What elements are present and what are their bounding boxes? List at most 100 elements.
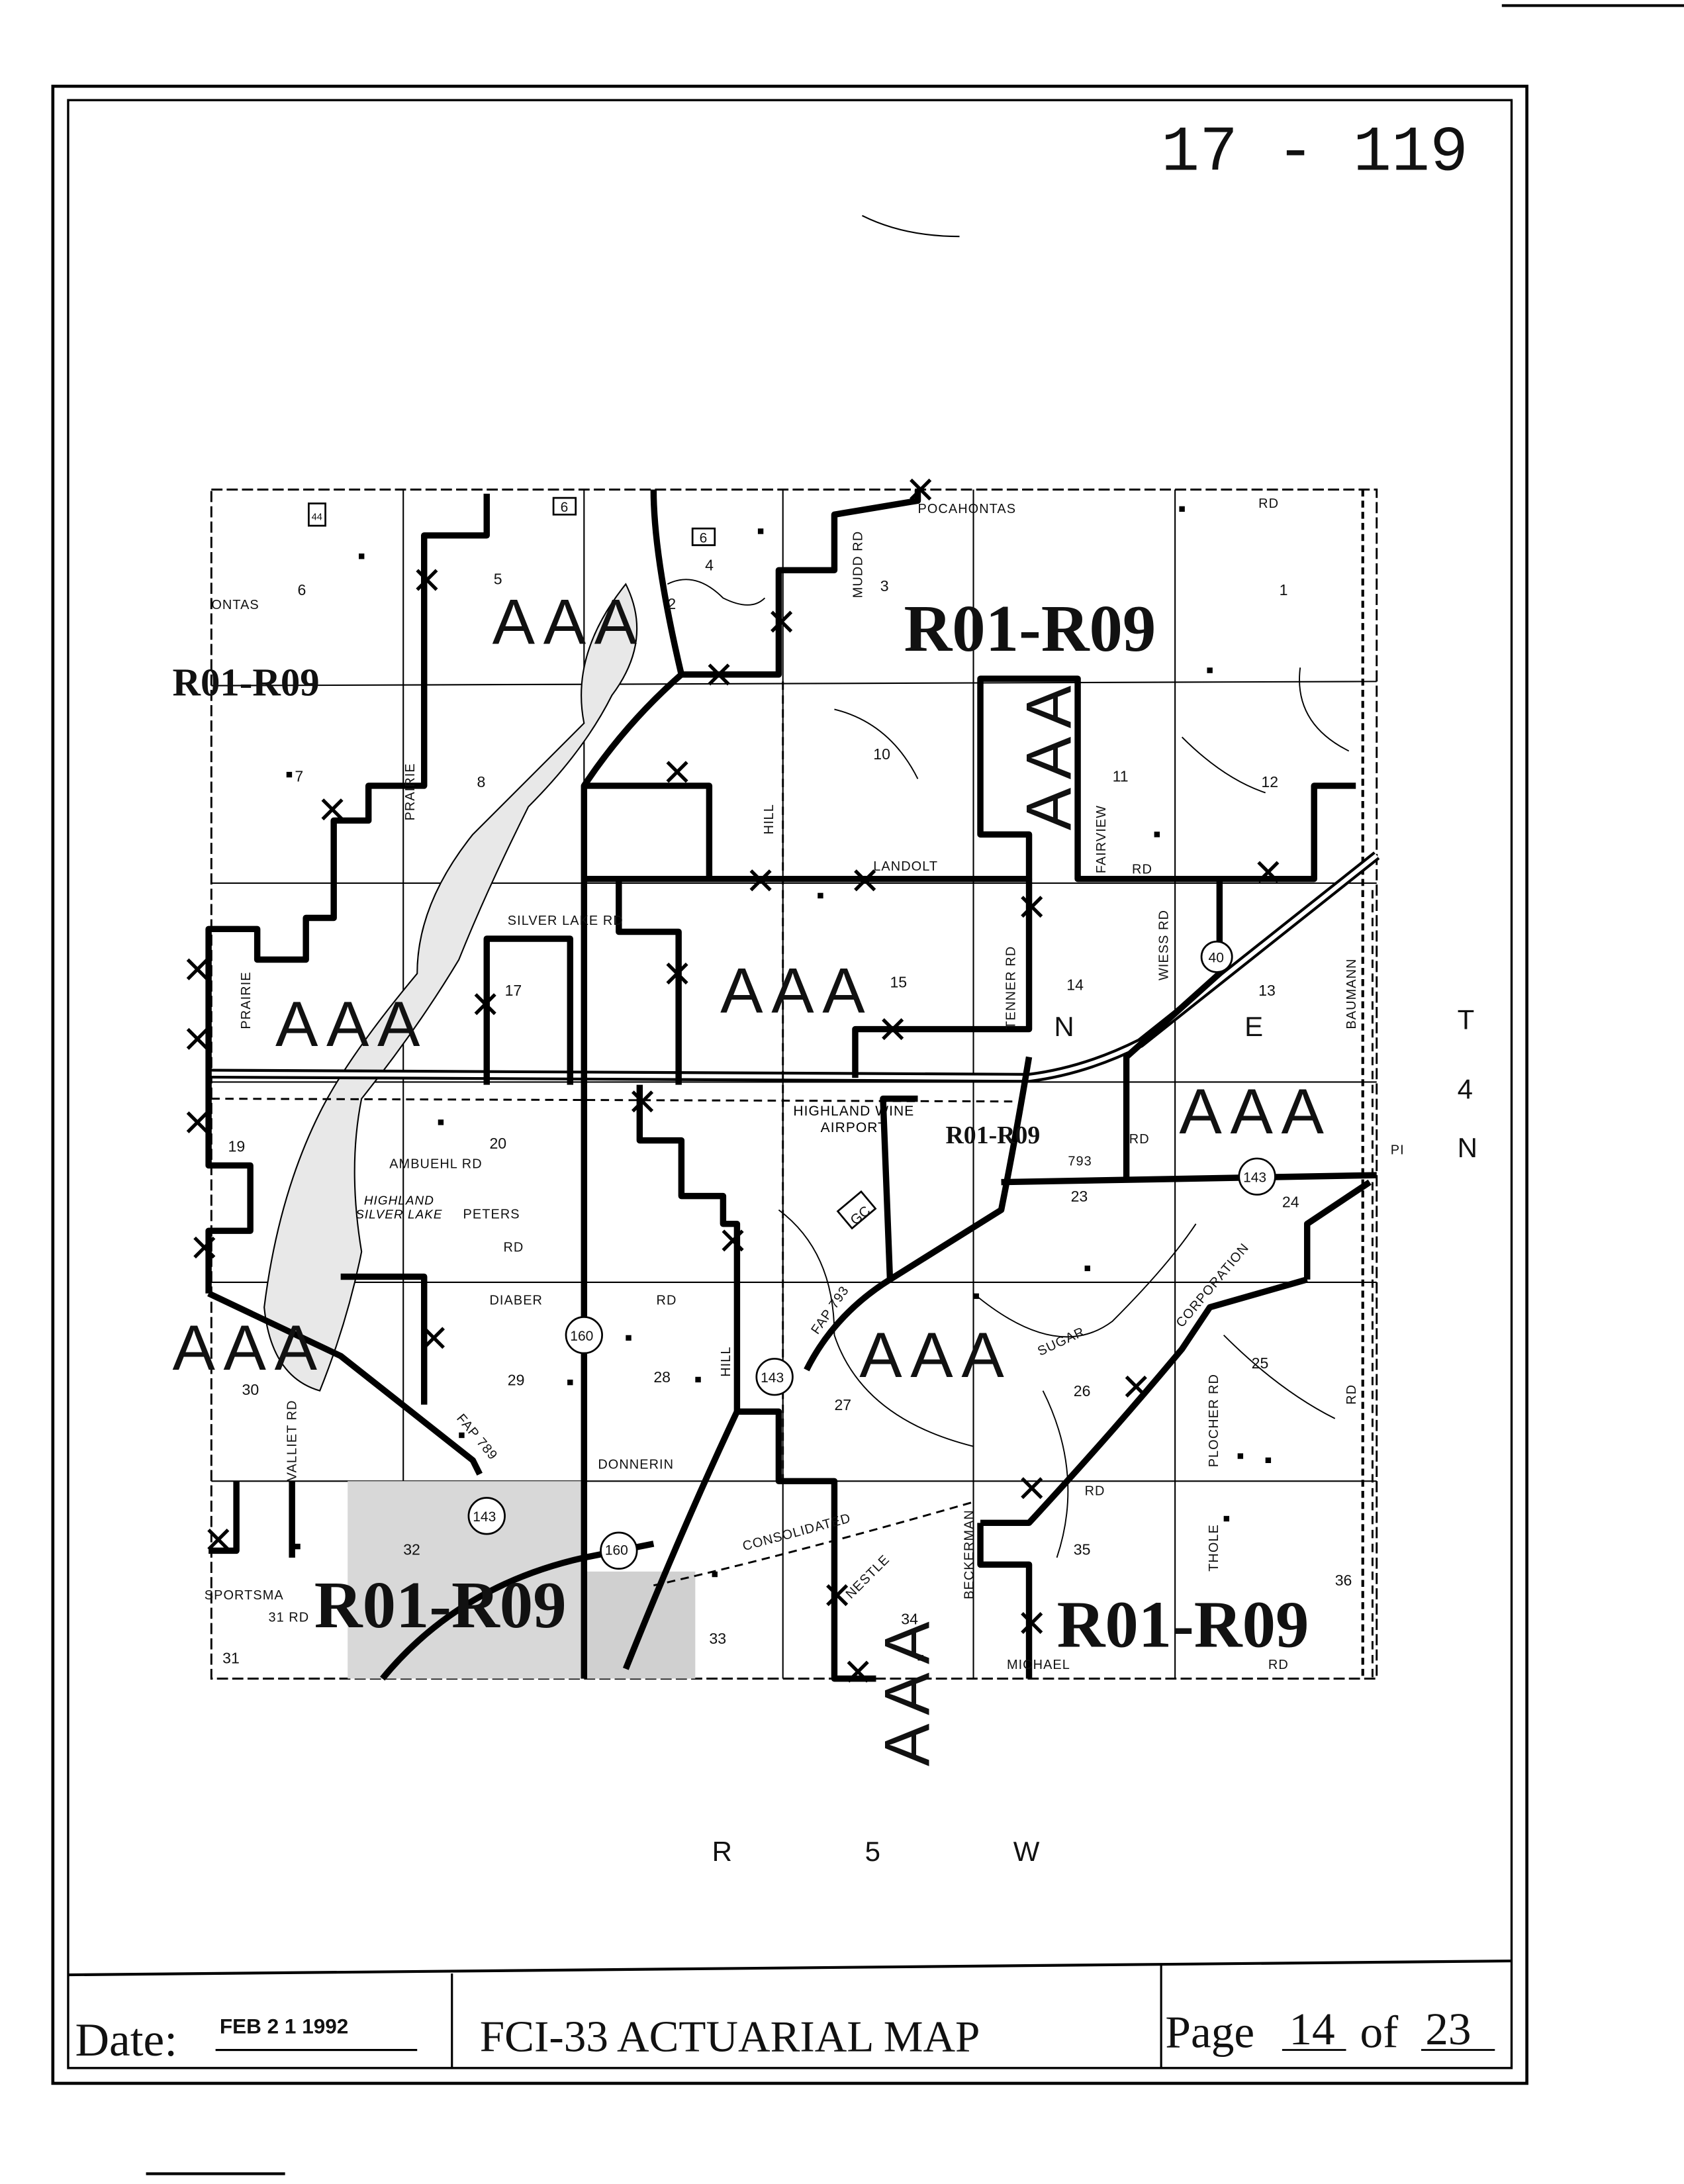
airport-name: HIGHLAND WINE AIRPORT	[793, 1104, 915, 1137]
map-letter: E	[1244, 1011, 1263, 1042]
road-label: PETERS	[463, 1207, 520, 1221]
map-letter: N	[1054, 1011, 1074, 1042]
section-number: 5	[494, 570, 502, 587]
section-number: 28	[653, 1368, 671, 1386]
road-label: RD	[1268, 1658, 1289, 1672]
road-label: HILL	[762, 804, 776, 834]
route-160-shield	[600, 1531, 638, 1570]
zone-label-r01-r09: R01-R09	[1057, 1587, 1309, 1661]
route-143-number: 143	[473, 1509, 496, 1525]
section-number: 34	[901, 1611, 918, 1628]
section-number: 10	[873, 745, 890, 763]
road-label: 31 RD	[268, 1610, 309, 1625]
section-number: 17	[505, 982, 522, 999]
route-143-number: 143	[761, 1370, 784, 1386]
section-number: 23	[1071, 1188, 1088, 1205]
section-number: 32	[403, 1541, 420, 1558]
road-label: PI	[1391, 1143, 1405, 1158]
road-label: BECKERMAN	[962, 1509, 977, 1599]
route-6-number: 6	[561, 500, 569, 515]
boundary-x-marks	[186, 478, 1280, 1683]
section-number: 14	[1066, 976, 1084, 994]
road-label: PRAIRIE	[239, 971, 254, 1029]
date-label: Date:	[75, 2014, 177, 2066]
section-number: 33	[709, 1630, 726, 1647]
section-number: 13	[1258, 982, 1276, 999]
footer-divider	[68, 1959, 1512, 1977]
section-number: 20	[489, 1135, 506, 1152]
highland-silver-lake	[263, 583, 638, 1392]
zone-label-aaa: AAA	[720, 955, 873, 1026]
road-label: VALLIET RD	[285, 1400, 299, 1482]
zone-label-r01-r09: R01-R09	[314, 1568, 567, 1642]
pen-stroke	[861, 214, 960, 238]
section-number: 7	[295, 768, 303, 785]
section-number: 12	[1261, 773, 1278, 790]
road-label: HILL	[719, 1346, 733, 1376]
road-label: MUDD RD	[851, 531, 865, 598]
section-number: 27	[834, 1396, 851, 1413]
section-number: 35	[1074, 1541, 1091, 1558]
section-numbers: 6 5 4 3 2 1 7 8 10 11 12 17 15 14 13 19 …	[222, 556, 1352, 1666]
road-label: BAUMANN	[1344, 959, 1359, 1029]
building-markers	[286, 506, 1272, 1661]
page-of: of	[1360, 2006, 1399, 2057]
section-number: 15	[890, 974, 907, 991]
road-label: RD	[1085, 1484, 1105, 1498]
road-label: RD	[1344, 1384, 1359, 1405]
urban-area	[584, 1571, 696, 1679]
section-number: 19	[228, 1137, 246, 1155]
township-number: 4	[1458, 1074, 1473, 1105]
zone-label-r01-r09: R01-R09	[946, 1121, 1041, 1149]
road-label: FAIRVIEW	[1094, 805, 1109, 873]
rating-zone-labels: AAA AAA AAA AAA AAA AAA AAA AAA R01-R09 …	[172, 587, 1324, 1766]
rating-zone-boundaries	[205, 489, 1377, 1682]
road-label: POCAHONTAS	[917, 502, 1016, 516]
route-143-number: 143	[1243, 1170, 1266, 1186]
zone-label-aaa: AAA	[172, 1313, 325, 1384]
route-44-number: 44	[312, 512, 322, 523]
road-label: PLOCHER RD	[1207, 1374, 1221, 1467]
route-160-shield	[565, 1316, 603, 1354]
route-40-number: 40	[1209, 951, 1224, 966]
township-letter: T	[1458, 1004, 1475, 1035]
urban-area	[348, 1481, 585, 1679]
creeks	[667, 579, 1350, 1558]
road-label: RD	[1258, 497, 1279, 511]
section-number: 4	[705, 556, 714, 573]
section-number: 8	[477, 773, 486, 790]
road-label: AMBUEHL RD	[389, 1157, 483, 1172]
zone-label-aaa: AAA	[859, 1320, 1012, 1391]
route-6-shield	[552, 497, 577, 516]
road-label: 793	[1068, 1154, 1092, 1168]
zone-label-aaa: AAA	[275, 989, 428, 1060]
zone-label-aaa: AAA	[492, 587, 645, 658]
outer-border	[51, 84, 1528, 2085]
road-label: RD	[1132, 862, 1152, 877]
road-label: THOLE	[1207, 1524, 1221, 1572]
section-number: 24	[1282, 1193, 1299, 1210]
road-label: RD	[503, 1241, 524, 1255]
route-6-shield	[691, 527, 716, 546]
route-143-shield	[1238, 1157, 1276, 1196]
map-number: 17 - 119	[1161, 117, 1468, 189]
road-label: NESTLE	[843, 1552, 893, 1602]
road-label: PRAIRIE	[403, 763, 418, 820]
road-label: DONNERIN	[598, 1457, 674, 1472]
section-number: 26	[1074, 1382, 1091, 1400]
gc-shield	[836, 1190, 877, 1230]
date-stamp: FEB 2 1 1992	[220, 2014, 348, 2038]
map-title: FCI-33 ACTUARIAL MAP	[480, 2012, 980, 2062]
section-number: 25	[1252, 1354, 1269, 1372]
section-number: 6	[298, 581, 306, 598]
section-number: 29	[508, 1371, 525, 1388]
section-number: 3	[880, 577, 889, 594]
route-44-shield	[307, 502, 326, 527]
route-143-shield	[467, 1497, 506, 1535]
section-number: 36	[1335, 1572, 1352, 1589]
map: 160 143 143 143 160 40 6 6 44 GC 6 5 4 3…	[172, 478, 1405, 1766]
inner-border	[67, 99, 1513, 2069]
route-160-number: 160	[605, 1543, 628, 1558]
section-number: 2	[667, 595, 676, 612]
